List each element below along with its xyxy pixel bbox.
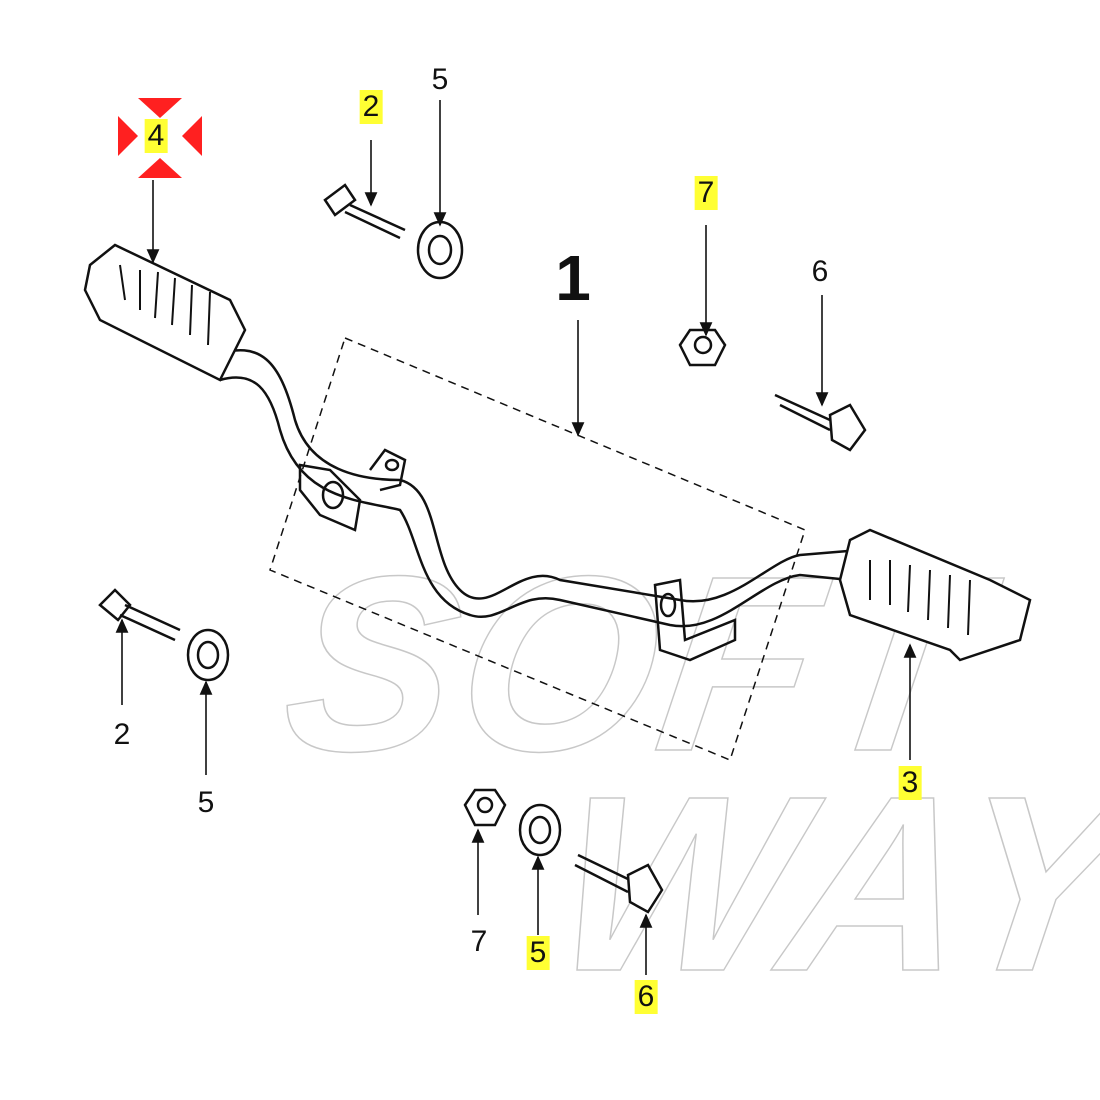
nut-top-7 (678, 328, 727, 367)
callout-7-bottom[interactable]: 7 (470, 925, 488, 958)
leader-lines (115, 100, 917, 975)
washer-top-5 (416, 220, 464, 280)
right-footpeg (838, 528, 1032, 662)
callout-5-bottom[interactable]: 5 (526, 936, 550, 970)
callout-6-right[interactable]: 6 (811, 255, 829, 288)
callout-7-top[interactable]: 7 (694, 176, 718, 210)
bolt-left-2 (98, 588, 181, 642)
callout-4[interactable]: 4 (144, 119, 168, 153)
callout-2-left[interactable]: 2 (113, 718, 131, 751)
callout-5-top[interactable]: 5 (431, 63, 449, 96)
right-bracket (653, 578, 737, 662)
left-footpeg (83, 243, 247, 382)
selection-marker-icon (118, 98, 202, 178)
callout-6-bottom[interactable]: 6 (634, 980, 658, 1014)
assembly-outline (269, 336, 806, 762)
callout-5-left[interactable]: 5 (197, 786, 215, 819)
nut-bottom-7 (463, 788, 507, 827)
callout-2-top[interactable]: 2 (359, 90, 383, 124)
bolt-top-2 (323, 183, 406, 240)
washer-bottom-5 (518, 803, 562, 857)
left-bracket (298, 463, 362, 532)
washer-left-5 (186, 628, 230, 682)
footrest-bar (214, 349, 861, 628)
callout-1[interactable]: 1 (555, 242, 591, 314)
callout-3[interactable]: 3 (898, 766, 922, 800)
bolt-right-6 (774, 393, 867, 452)
bolt-bottom-6 (574, 853, 664, 914)
